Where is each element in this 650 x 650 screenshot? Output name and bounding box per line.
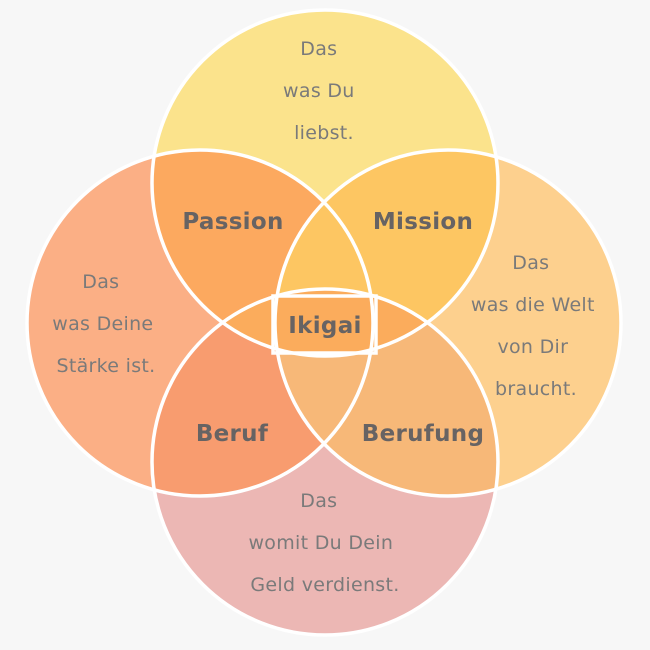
text-top-line: Das	[300, 38, 337, 60]
text-right: Das was die Welt von Dir braucht.	[471, 252, 601, 400]
label-passion: Passion	[182, 209, 283, 235]
text-left-line: was Deine	[52, 313, 153, 335]
text-right-line: was die Welt	[471, 294, 595, 316]
text-top-line: was Du	[283, 80, 355, 102]
text-left-line: Stärke ist.	[57, 355, 156, 377]
label-beruf: Beruf	[196, 421, 269, 447]
text-left: Das was Deine Stärke ist.	[52, 271, 160, 377]
label-mission: Mission	[373, 209, 473, 235]
text-bottom-line: womit Du Dein	[248, 532, 393, 554]
outline-top	[150, 8, 500, 358]
label-berufung: Berufung	[362, 421, 484, 447]
text-bottom-line: Das	[300, 490, 337, 512]
text-bottom: Das womit Du Dein Geld verdienst.	[248, 490, 399, 596]
outline-right	[273, 148, 623, 498]
text-bottom-line: Geld verdienst.	[250, 574, 399, 596]
text-left-line: Das	[82, 271, 119, 293]
outline-bottom	[150, 287, 500, 637]
text-right-line: braucht.	[495, 378, 577, 400]
outline-left	[25, 148, 375, 498]
text-right-line: von Dir	[497, 336, 568, 358]
center-box	[271, 294, 378, 355]
text-top-line: liebst.	[294, 122, 354, 144]
label-ikigai: Ikigai	[288, 313, 361, 339]
text-top: Das was Du liebst.	[283, 38, 361, 144]
text-right-line: Das	[512, 252, 549, 274]
